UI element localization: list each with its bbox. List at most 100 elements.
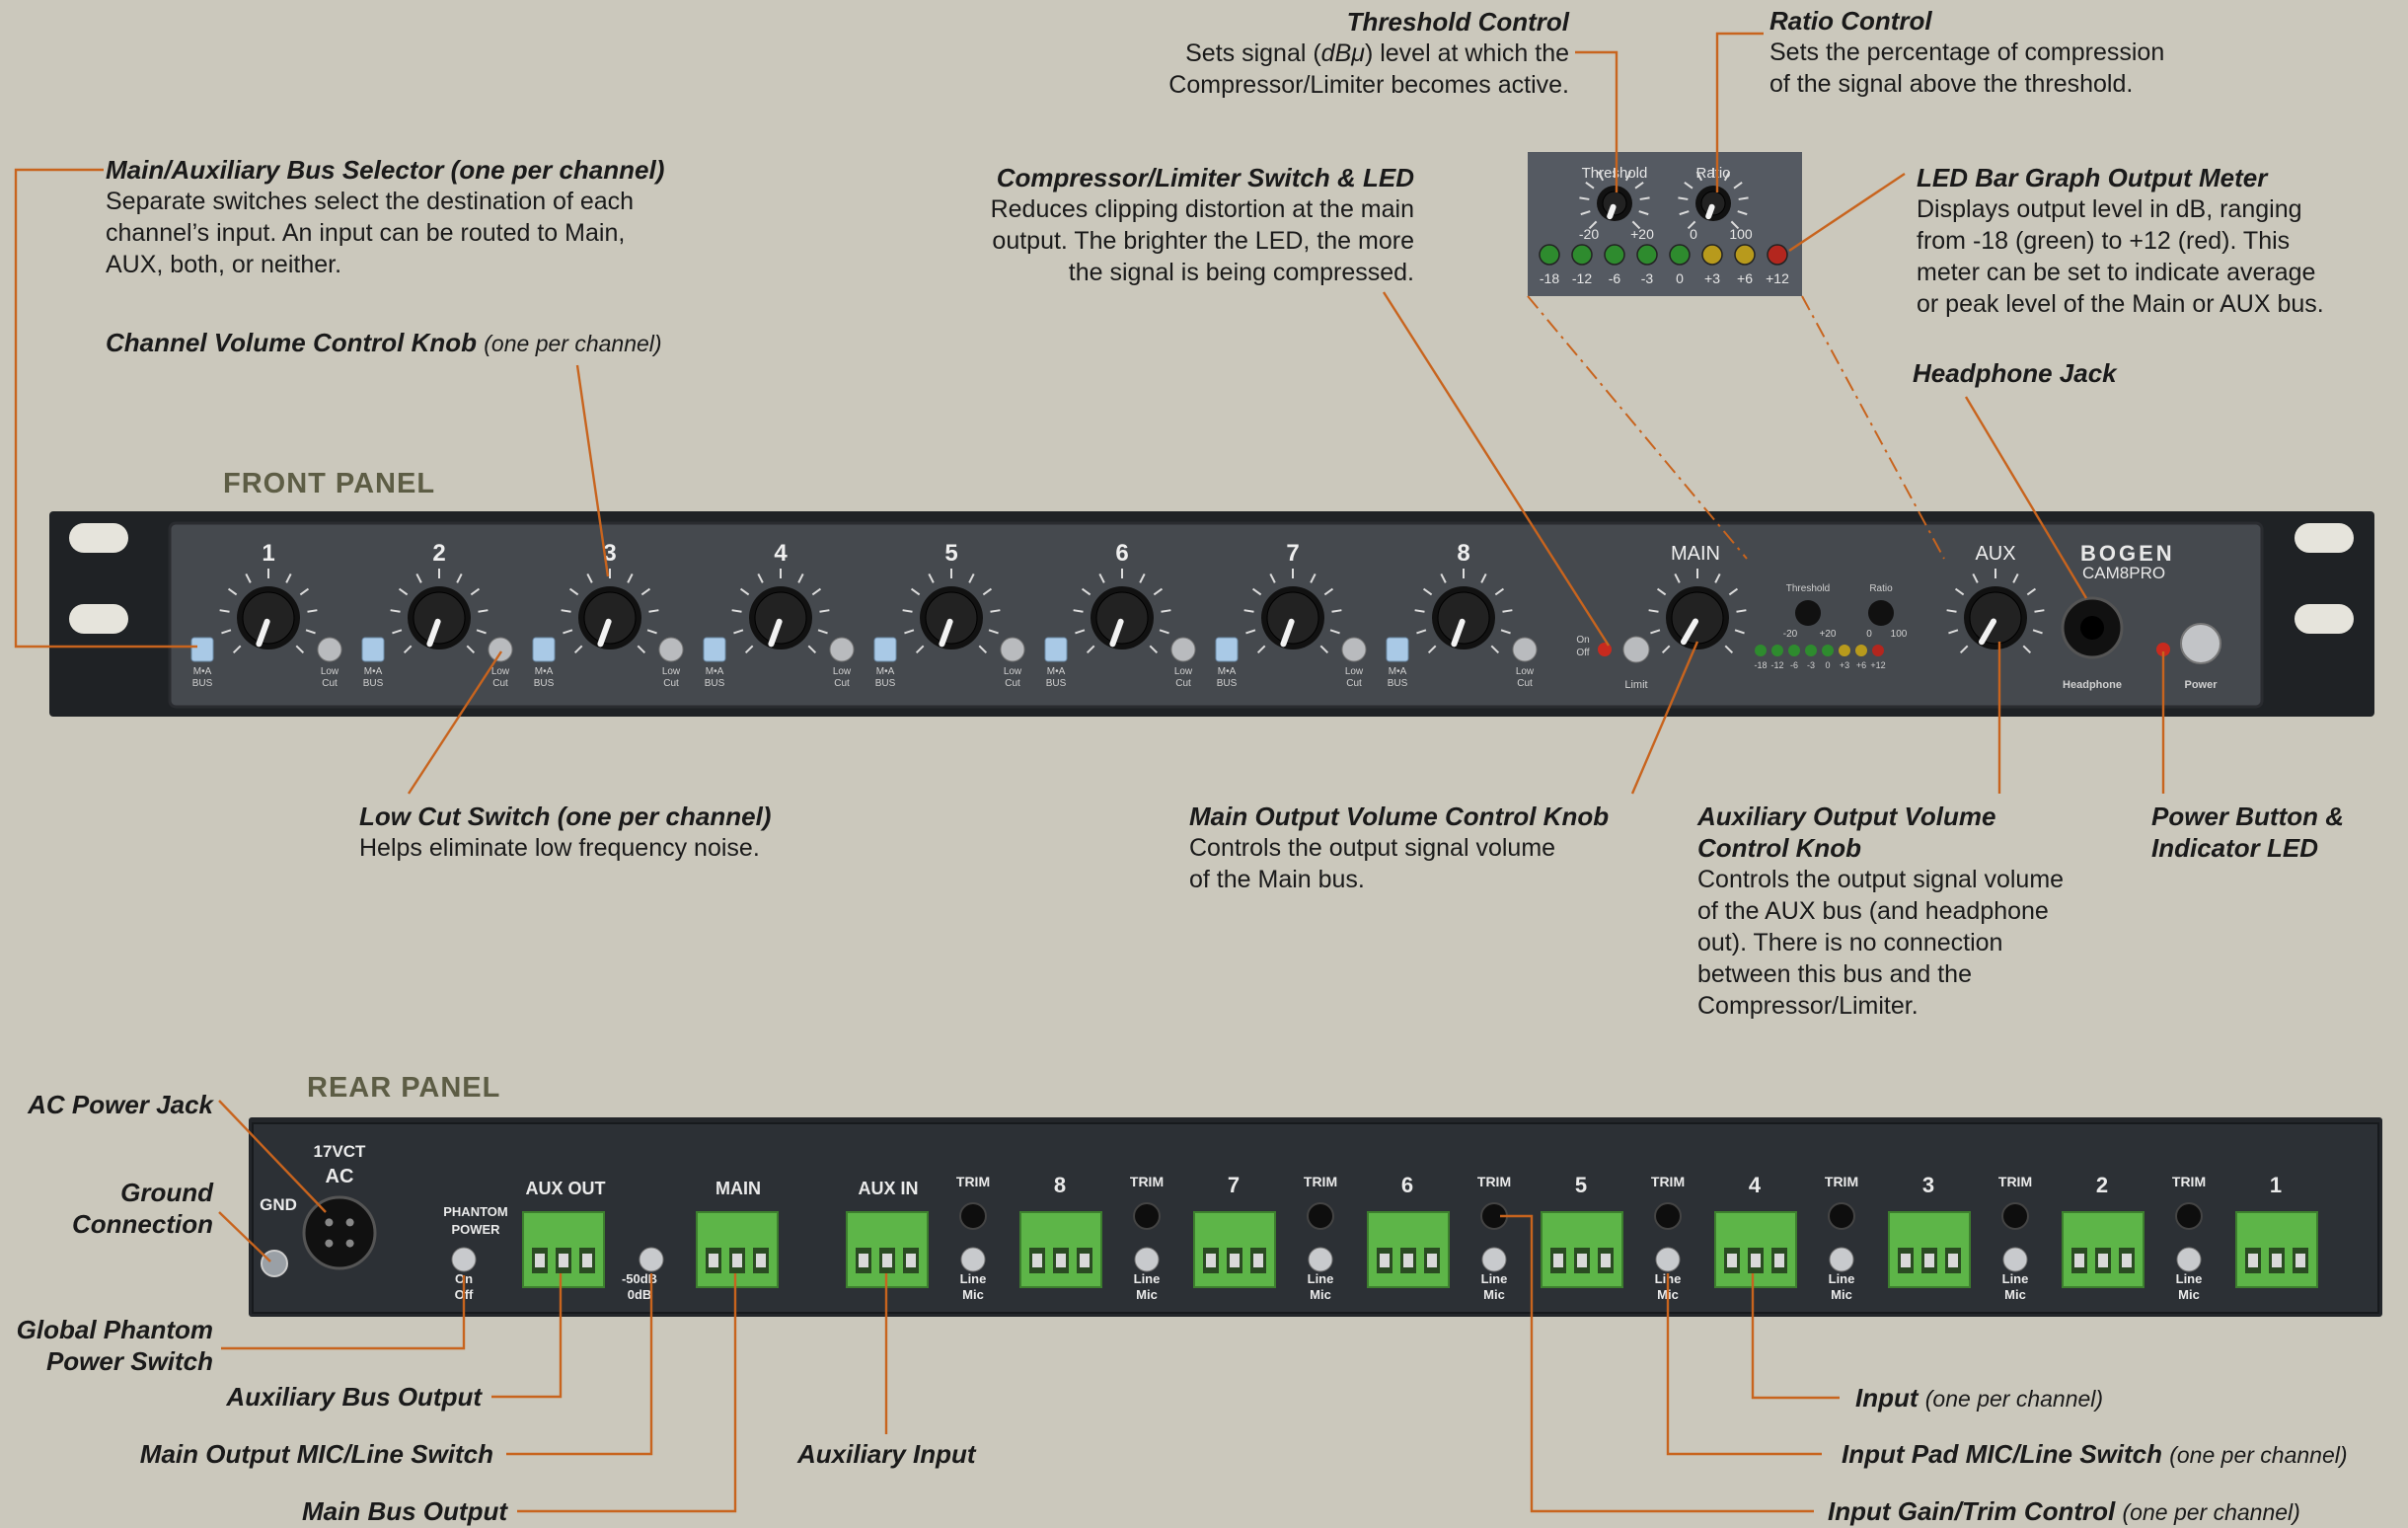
callout-desc: Helps eliminate low frequency noise. bbox=[359, 834, 760, 862]
rear-main-label: MAIN bbox=[715, 1179, 761, 1198]
ac-power-jack[interactable] bbox=[302, 1195, 377, 1270]
knob-tick bbox=[1954, 587, 1965, 596]
meter-led bbox=[1771, 645, 1783, 656]
trim-label: TRIM bbox=[956, 1174, 990, 1189]
knob-tick bbox=[1638, 210, 1649, 216]
input-trim-control[interactable] bbox=[1828, 1202, 1855, 1230]
knob-tick bbox=[390, 609, 401, 613]
knob-tick bbox=[1149, 645, 1159, 654]
input-trim-control[interactable] bbox=[1654, 1202, 1682, 1230]
terminal-screw bbox=[2074, 1254, 2084, 1267]
knob-cap bbox=[583, 591, 637, 645]
inset-meter-label: +6 bbox=[1737, 270, 1753, 286]
knob-tick bbox=[1678, 196, 1689, 200]
input-pad-switch[interactable] bbox=[1308, 1247, 1333, 1272]
low-cut-switch[interactable] bbox=[829, 637, 855, 662]
inset-meter-label: -3 bbox=[1641, 270, 1654, 286]
leader-main-bus-output bbox=[517, 1273, 737, 1513]
low-cut-switch[interactable] bbox=[1512, 637, 1538, 662]
input-trim-control[interactable] bbox=[2175, 1202, 2203, 1230]
inset-threshold-min: -20 bbox=[1579, 226, 1599, 242]
bus-selector-switch[interactable] bbox=[1044, 637, 1068, 662]
inset-meter-led bbox=[1604, 244, 1625, 266]
callout-input-gain: Input Gain/Trim Control (one per channel… bbox=[1828, 1495, 2300, 1528]
terminal-screw bbox=[1553, 1254, 1563, 1267]
low-cut-switch[interactable] bbox=[317, 637, 342, 662]
meter-scale-label: -3 bbox=[1807, 660, 1815, 670]
input-pad-switch[interactable] bbox=[1481, 1247, 1507, 1272]
aux-out-label: AUX OUT bbox=[526, 1179, 606, 1198]
meter-led bbox=[1755, 645, 1767, 656]
bus-selector-switch[interactable] bbox=[1215, 637, 1239, 662]
low-cut-switch[interactable] bbox=[658, 637, 684, 662]
phantom-power-switch[interactable] bbox=[451, 1247, 477, 1272]
bus-selector-switch[interactable] bbox=[190, 637, 214, 662]
input-pad-switch[interactable] bbox=[2176, 1247, 2202, 1272]
inset-meter-label: +3 bbox=[1704, 270, 1720, 286]
bus-selector-switch[interactable] bbox=[703, 637, 726, 662]
leader-threshold bbox=[1575, 50, 1618, 192]
knob-tick bbox=[1736, 609, 1747, 613]
callout-title: Global Phantom bbox=[16, 1315, 213, 1344]
input-trim-control[interactable] bbox=[2001, 1202, 2029, 1230]
power-button[interactable] bbox=[2180, 623, 2221, 664]
main-mic-line-switch[interactable] bbox=[639, 1247, 664, 1272]
limit-button[interactable] bbox=[1622, 636, 1650, 663]
knob-tick bbox=[928, 573, 935, 583]
low-cut-label: Cut bbox=[663, 678, 679, 689]
terminal-screw bbox=[1056, 1254, 1066, 1267]
input-pad-switch[interactable] bbox=[1134, 1247, 1160, 1272]
knob-pointer bbox=[1109, 618, 1124, 648]
threshold-min: -20 bbox=[1783, 629, 1798, 640]
db0-label: 0dB bbox=[628, 1287, 652, 1302]
input-trim-control[interactable] bbox=[1307, 1202, 1334, 1230]
knob-tick bbox=[398, 587, 409, 596]
knob-tick bbox=[586, 573, 593, 583]
zoom-lines bbox=[1527, 295, 1945, 560]
knob-tick bbox=[1427, 645, 1437, 654]
low-cut-switch[interactable] bbox=[1000, 637, 1025, 662]
input-pad-switch[interactable] bbox=[1655, 1247, 1681, 1272]
threshold-knob[interactable] bbox=[1795, 600, 1821, 626]
low-cut-switch[interactable] bbox=[488, 637, 513, 662]
knob-tick bbox=[1073, 609, 1084, 613]
low-cut-switch[interactable] bbox=[1170, 637, 1196, 662]
callout-title-text: Input bbox=[1855, 1383, 1919, 1413]
bus-selector-switch[interactable] bbox=[873, 637, 897, 662]
callout-headphone: Headphone Jack bbox=[1913, 357, 2117, 389]
knob-tick bbox=[2034, 609, 2045, 613]
meter-scale-label: -18 bbox=[1754, 660, 1767, 670]
ac-pin bbox=[345, 1239, 354, 1248]
threshold-label: Threshold bbox=[1786, 583, 1830, 594]
rack-slot bbox=[69, 604, 128, 634]
bus-selector-switch[interactable] bbox=[532, 637, 556, 662]
leader-lines bbox=[14, 32, 2165, 1513]
callout-aux-volume: Auxiliary Output Volume Control Knob Con… bbox=[1697, 801, 2064, 1022]
low-cut-switch[interactable] bbox=[1341, 637, 1367, 662]
ground-post[interactable] bbox=[261, 1250, 288, 1277]
knob-tick bbox=[1580, 210, 1591, 216]
knob-tick bbox=[232, 645, 242, 654]
knob-pointer bbox=[1979, 618, 1996, 646]
knob-tick bbox=[1946, 609, 1957, 613]
channel-number: 8 bbox=[1457, 540, 1469, 567]
input-number: 2 bbox=[2096, 1173, 2108, 1197]
input-pad-switch[interactable] bbox=[1829, 1247, 1854, 1272]
callout-compressor: Compressor/Limiter Switch & LED Reduces … bbox=[888, 162, 1414, 288]
knob-tick bbox=[646, 629, 657, 635]
channel-number: 5 bbox=[944, 540, 957, 567]
bus-selector-switch[interactable] bbox=[1386, 637, 1409, 662]
input-trim-control[interactable] bbox=[959, 1202, 987, 1230]
knob-tick bbox=[744, 645, 754, 654]
input-trim-control[interactable] bbox=[1133, 1202, 1161, 1230]
channel-number: 4 bbox=[774, 540, 788, 567]
trim-label: TRIM bbox=[1304, 1174, 1337, 1189]
input-pad-switch[interactable] bbox=[2002, 1247, 2028, 1272]
callout-led-meter: LED Bar Graph Output Meter Displays outp… bbox=[1917, 162, 2324, 320]
callout-title: Indicator LED bbox=[2151, 833, 2319, 863]
bus-selector-switch[interactable] bbox=[361, 637, 385, 662]
ratio-knob[interactable] bbox=[1868, 600, 1894, 626]
terminal-screw bbox=[1774, 1254, 1784, 1267]
input-pad-switch[interactable] bbox=[960, 1247, 986, 1272]
knob-tick bbox=[910, 587, 921, 596]
